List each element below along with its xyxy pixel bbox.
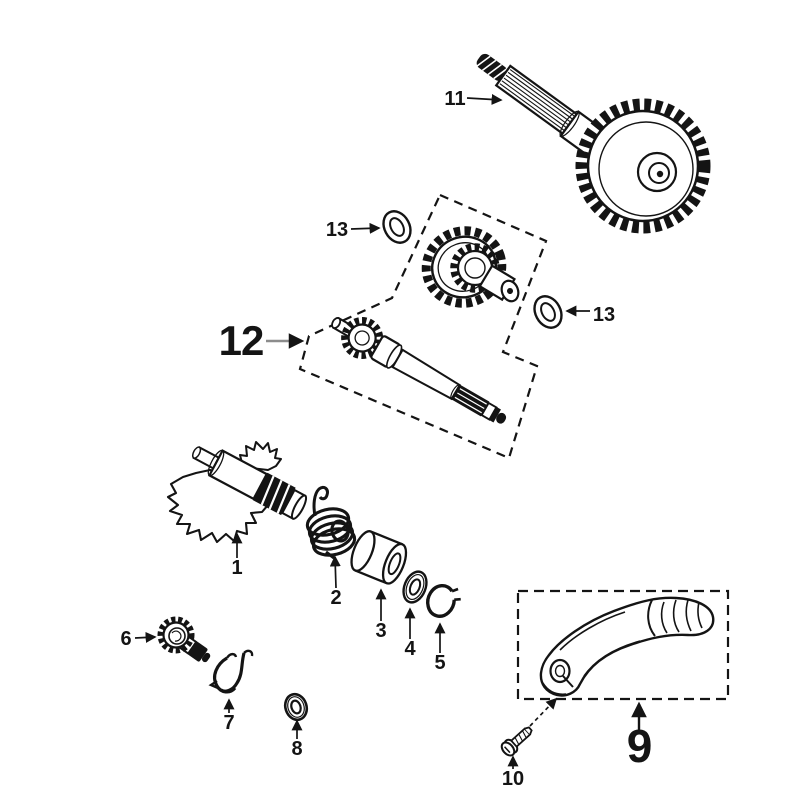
callout-7-label: 7 bbox=[223, 712, 234, 734]
part-3-spacer-bushing bbox=[350, 530, 408, 585]
callout-8-label: 8 bbox=[291, 738, 302, 760]
callout-13-right-label: 13 bbox=[593, 304, 615, 326]
part-12-input-shaft bbox=[331, 316, 507, 424]
screw-insert-dashed-line bbox=[529, 697, 558, 727]
callout-6-label: 6 bbox=[120, 628, 131, 650]
part-10-screw bbox=[500, 726, 533, 757]
leader-11 bbox=[466, 93, 503, 105]
part-7-spring-clip bbox=[208, 649, 254, 694]
leader-13-left bbox=[350, 222, 381, 234]
dashed-box-assembly-12 bbox=[298, 193, 548, 460]
part-13-washer-right bbox=[533, 295, 563, 329]
callout-5-label: 5 bbox=[434, 652, 445, 674]
callout-12-label: 12 bbox=[219, 317, 264, 364]
part-1-kickstart-spindle bbox=[166, 441, 308, 544]
part-13-washer-left bbox=[382, 210, 412, 244]
part-8-washer-small bbox=[283, 692, 309, 722]
dashed-box-lever-9 bbox=[516, 589, 730, 701]
part-9-kickstart-lever bbox=[539, 596, 715, 697]
part-5-circlip bbox=[426, 583, 461, 618]
callout-9-label: 9 bbox=[627, 720, 652, 772]
leader-6 bbox=[134, 631, 157, 643]
callout-1-label: 1 bbox=[231, 557, 242, 579]
callout-11-label: 11 bbox=[444, 88, 465, 110]
callout-10-label: 10 bbox=[502, 768, 524, 790]
callout-2-label: 2 bbox=[330, 587, 341, 609]
leader-2 bbox=[329, 555, 341, 589]
part-11-output-shaft-with-gear bbox=[476, 53, 711, 234]
callout-13-left-label: 13 bbox=[326, 219, 348, 241]
part-4-washer bbox=[402, 570, 428, 604]
part-2-return-spring bbox=[305, 485, 357, 560]
callout-3-label: 3 bbox=[375, 620, 386, 642]
part-12-double-gear bbox=[421, 226, 520, 308]
part-6-starter-pinion bbox=[157, 616, 211, 663]
callout-4-label: 4 bbox=[404, 638, 416, 660]
